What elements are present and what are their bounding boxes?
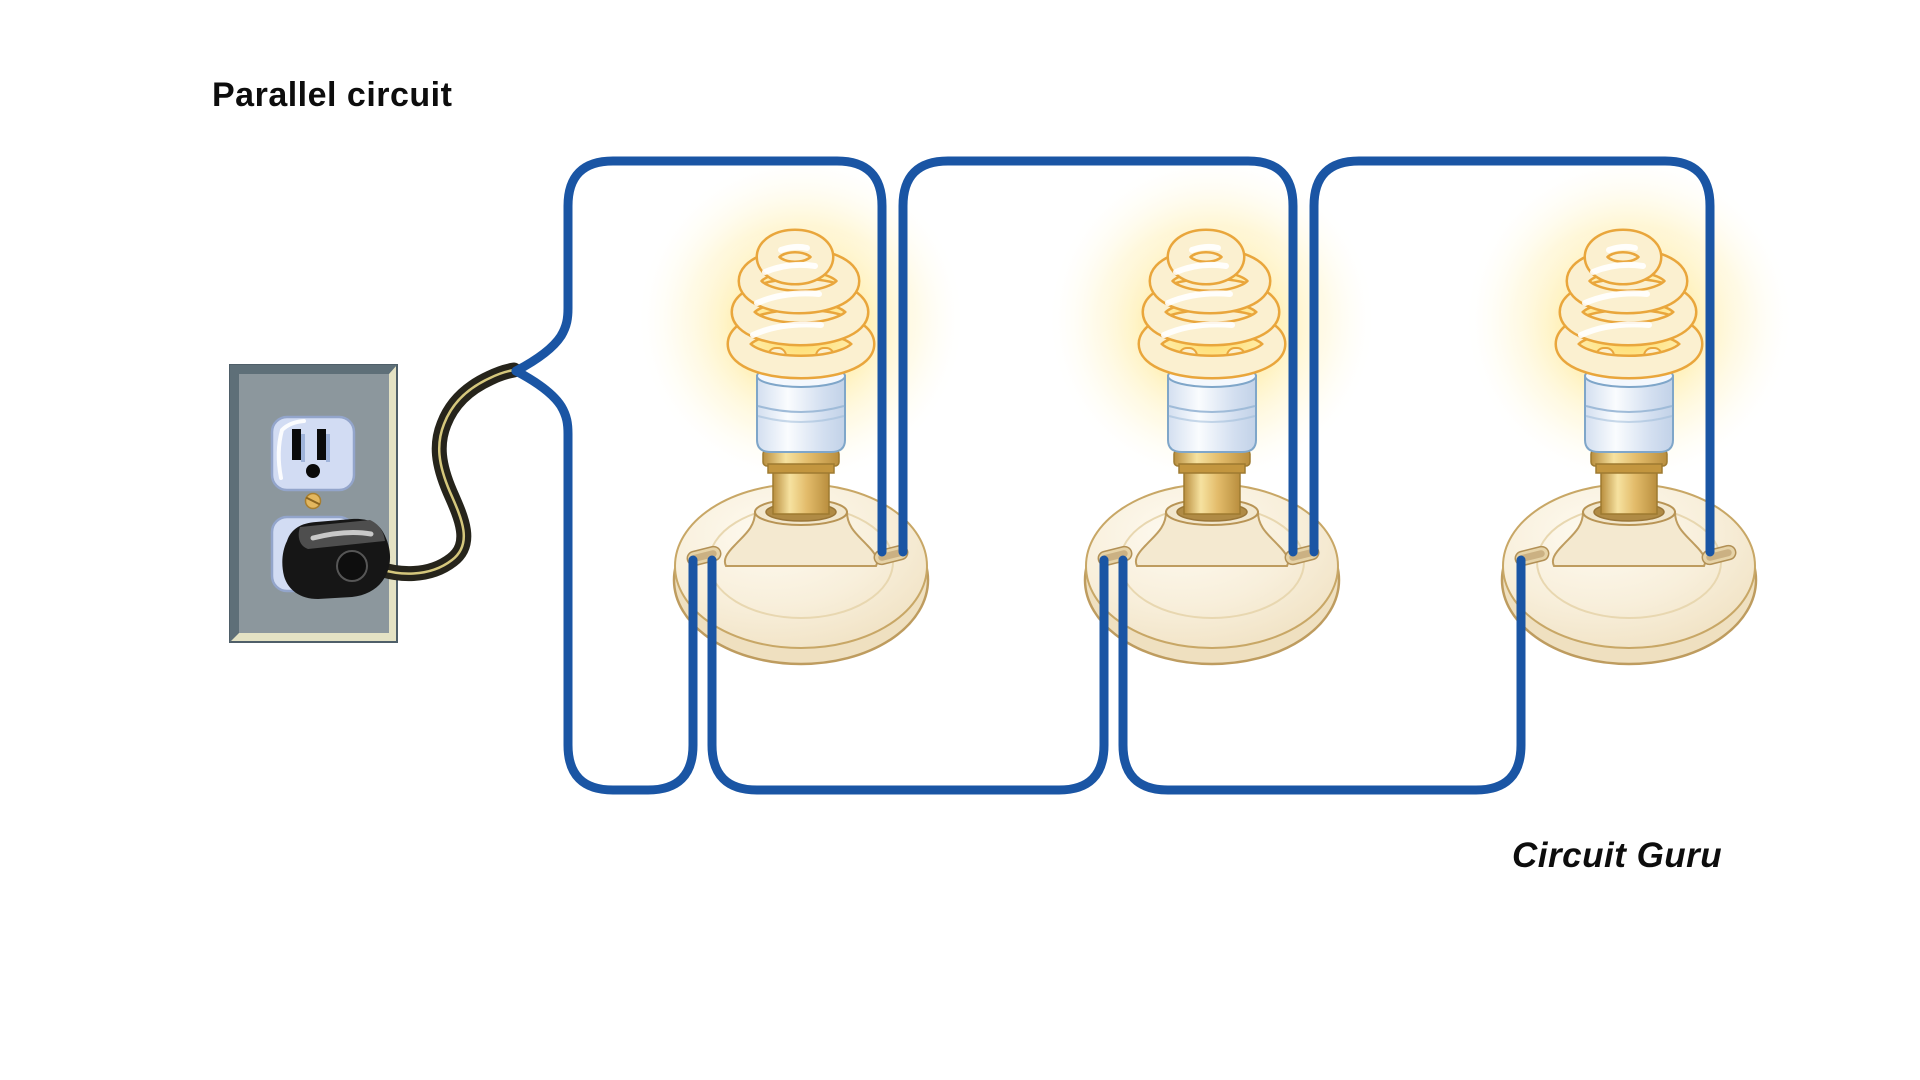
outlet-slot-right bbox=[317, 429, 326, 460]
wire-bottom-rail-3 bbox=[1118, 555, 1526, 795]
page-title: Parallel circuit bbox=[212, 76, 453, 114]
wire-bottom-rail-2 bbox=[707, 555, 1109, 795]
wire-top-rail-3 bbox=[1309, 156, 1715, 557]
power-cord bbox=[364, 362, 522, 582]
outlet-slot-left bbox=[292, 429, 301, 460]
wire-bottom-rail-1 bbox=[511, 366, 698, 795]
power-outlet bbox=[229, 364, 398, 643]
light-bulb-1 bbox=[636, 155, 966, 664]
light-bulb-2 bbox=[1047, 155, 1377, 664]
wire-top-rail-2 bbox=[898, 156, 1298, 557]
light-bulb-3 bbox=[1464, 155, 1794, 664]
circuit-wires bbox=[511, 156, 1715, 795]
upper-receptacle bbox=[270, 415, 356, 492]
outlet-ground-hole bbox=[306, 464, 320, 478]
faceplate-screw bbox=[304, 492, 322, 510]
cord-boss bbox=[336, 550, 368, 582]
watermark-label: Circuit Guru bbox=[1512, 836, 1723, 875]
plug bbox=[282, 518, 391, 599]
wire-top-rail-1 bbox=[511, 156, 887, 557]
